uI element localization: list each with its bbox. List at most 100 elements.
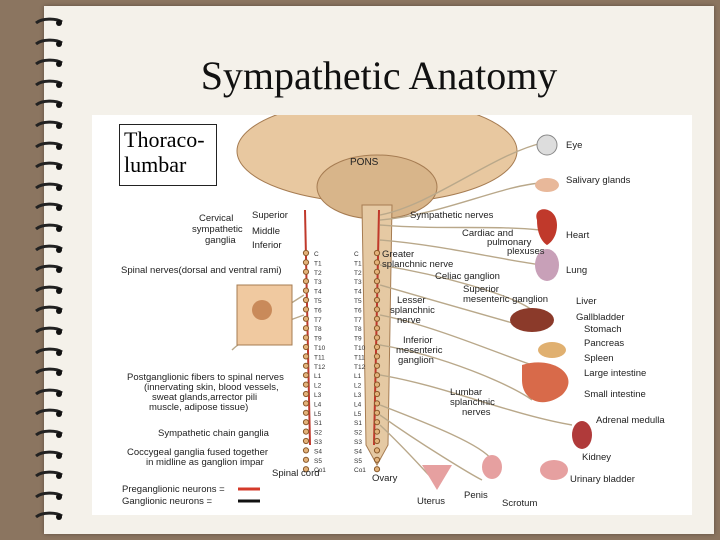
organ-label: Heart — [566, 230, 590, 241]
vertebra-label: C — [314, 251, 319, 258]
chain-ganglion — [373, 334, 381, 341]
hair-follicle-shape — [252, 300, 272, 320]
vertebra-label: Co1 — [314, 467, 326, 474]
organ-label: Spleen — [584, 353, 614, 364]
symp-nerves-label: Sympathetic nerves — [410, 210, 494, 221]
vertebra-label: T1 — [354, 260, 362, 267]
organ-label: Lung — [566, 265, 587, 276]
binding-ring — [34, 385, 64, 397]
organ-label: Pancreas — [584, 338, 624, 349]
lesser-label: Lesser — [397, 295, 426, 306]
binding-ring — [34, 55, 64, 68]
chain-ganglia — [302, 249, 381, 473]
chain-ganglion — [373, 259, 381, 266]
vertebra-label: T1 — [314, 260, 322, 267]
chain-ganglion — [373, 306, 381, 313]
vertebra-label: T8 — [354, 326, 362, 333]
vertebra-label: S3 — [354, 439, 362, 446]
organ-label: Ovary — [372, 473, 398, 484]
spinal-cord-label: Spinal cord — [272, 468, 320, 479]
binding-ring — [34, 35, 64, 47]
coccygeal-label: in midline as ganglion impar — [146, 457, 264, 468]
chain-ganglion — [302, 353, 310, 360]
vertebra-label: T12 — [354, 364, 366, 371]
chain-ganglion — [302, 249, 310, 257]
liver-shape — [510, 308, 554, 332]
binding-ring — [34, 138, 64, 150]
postganglionic-label: (innervating skin, blood vessels, — [144, 382, 279, 393]
binding-ring — [34, 220, 64, 232]
lumbar-label: splanchnic — [450, 397, 495, 408]
vertebra-label: L2 — [314, 383, 322, 390]
chain-ganglion — [302, 334, 310, 341]
chain-ganglion — [373, 287, 381, 294]
chain-ganglion — [373, 315, 381, 322]
spinal-nerves-label: Spinal nerves(dorsal and ventral rami) — [121, 265, 282, 276]
organ-label: Liver — [576, 296, 597, 307]
slide-title: Sympathetic Anatomy — [200, 53, 558, 98]
chain-ganglion — [373, 278, 381, 285]
chain-ganglion — [302, 437, 310, 445]
vertebra-label: T12 — [314, 364, 326, 371]
vertebra-label: L1 — [354, 373, 362, 380]
greater-label: splanchnic nerve — [382, 259, 453, 270]
vertebra-label: T8 — [314, 326, 322, 333]
chain-ganglion — [302, 428, 310, 435]
chain-ganglion — [302, 381, 310, 388]
vertebra-label: T11 — [354, 354, 365, 361]
organ-label: Salivary glands — [566, 175, 631, 186]
organ-label: Adrenal medulla — [596, 415, 665, 426]
binding-ring — [34, 405, 64, 418]
binding-ring — [34, 467, 64, 480]
binding-ring — [34, 158, 64, 171]
vertebra-label: T4 — [354, 289, 362, 296]
chain-ganglion — [302, 343, 310, 351]
vertebra-label: L3 — [314, 392, 322, 399]
chain-label: Sympathetic chain ganglia — [158, 428, 270, 439]
binding-ring — [34, 302, 64, 315]
inf-mes-label: ganglion — [398, 355, 434, 366]
vertebra-label: L5 — [354, 411, 362, 418]
pons-label: PONS — [350, 157, 379, 168]
inf-mes-label: mesenteric — [396, 345, 443, 356]
eye-shape — [536, 134, 558, 156]
vertebra-label: T3 — [354, 279, 362, 286]
chain-ganglion — [302, 400, 310, 407]
vertebra-label: T10 — [314, 345, 326, 352]
binding-ring — [34, 344, 64, 356]
chain-ganglion — [302, 390, 310, 398]
lumbar-label: nerves — [462, 407, 491, 418]
chain-ganglion — [373, 362, 381, 369]
binding-ring — [34, 261, 64, 274]
chain-ganglion — [373, 296, 381, 304]
vertebra-label: L4 — [354, 401, 362, 408]
chain-ganglion — [302, 362, 310, 369]
organ-label: Kidney — [582, 452, 611, 463]
chain-ganglion — [302, 466, 310, 473]
chain-ganglion — [302, 419, 310, 426]
chain-ganglion — [373, 353, 381, 360]
kidney-shape — [572, 421, 592, 449]
chain-ganglion — [302, 287, 310, 294]
chain-ganglion — [373, 372, 381, 379]
stomach-shape — [538, 342, 566, 358]
chain-ganglion — [373, 419, 381, 426]
organ-label: Penis — [464, 490, 488, 501]
organ-label: Eye — [566, 140, 582, 151]
organ-label: Gallbladder — [576, 312, 625, 323]
vertebra-label: T6 — [354, 307, 362, 314]
organ-label: Uterus — [417, 496, 445, 507]
legend-post-label: Ganglionic neurons = — [122, 496, 212, 507]
chain-ganglion — [373, 409, 381, 416]
chain-ganglion — [302, 259, 310, 266]
binding-ring — [34, 96, 64, 109]
vertebra-label: T9 — [314, 336, 322, 343]
vertebra-label: L5 — [314, 411, 322, 418]
chain-ganglion — [373, 390, 381, 398]
vertebra-label: T2 — [354, 270, 362, 277]
vertebra-label: S2 — [354, 430, 362, 437]
vertebra-label: T10 — [354, 345, 366, 352]
postganglionic-label: Postganglionic fibers to spinal nerves — [127, 372, 284, 383]
